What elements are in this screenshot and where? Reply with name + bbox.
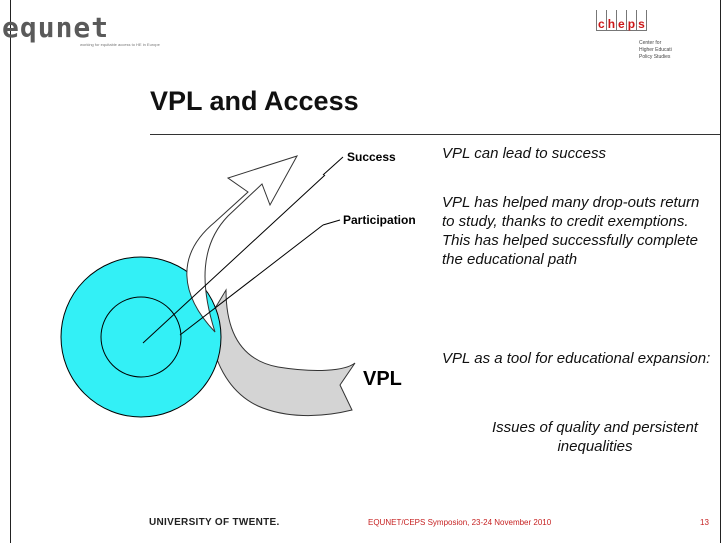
cheps-sub-line: Higher Educati — [639, 47, 672, 53]
growth-arrow — [186, 155, 299, 333]
equnet-logo-wordmark: equnet — [2, 11, 110, 44]
cheps-letter: c — [596, 10, 606, 31]
slide-title: VPL and Access — [150, 86, 359, 116]
success-label-leader — [322, 156, 344, 176]
inner-circle — [100, 296, 182, 378]
cheps-logo: c h e p s Center for Higher Educati Poli… — [596, 10, 672, 60]
footer-event: EQUNET/CEPS Symposion, 23-24 November 20… — [368, 518, 552, 527]
cheps-logo-subtitle: Center for Higher Educati Policy Studies — [639, 40, 672, 61]
participation-label: Participation — [343, 213, 416, 227]
footer-university: UNIVERSITY OF TWENTE. — [149, 517, 280, 528]
footer-page-number: 13 — [700, 518, 709, 527]
text-vpl-dropouts: VPL has helped many drop-outs return to … — [442, 194, 700, 268]
cheps-letter: e — [616, 10, 626, 31]
equnet-logo: equnet working for equitable access to H… — [2, 11, 160, 48]
participation-pointer-line — [179, 224, 324, 336]
text-quality-issues: Issues of quality and persistent inequal… — [492, 419, 698, 455]
participation-label-leader — [322, 219, 341, 226]
success-label: Success — [347, 150, 396, 164]
equnet-logo-tagline: working for equitable access to HE in Eu… — [80, 42, 160, 47]
text-vpl-expansion: VPL as a tool for educational expansion: — [442, 350, 711, 367]
text-vpl-success: VPL can lead to success — [442, 145, 606, 162]
slide-frame — [10, 0, 721, 543]
cheps-letter: p — [625, 10, 637, 31]
cheps-letter: h — [605, 10, 617, 31]
cheps-sub-line: Policy Studies — [639, 54, 671, 60]
vpl-ribbon — [207, 288, 356, 417]
success-pointer-line — [142, 174, 326, 344]
title-rule — [150, 134, 720, 135]
cheps-letter: s — [636, 10, 647, 31]
cheps-sub-line: Center for — [639, 40, 662, 46]
cheps-logo-letters: c h e p s — [596, 10, 647, 31]
vpl-label: VPL — [363, 368, 402, 390]
